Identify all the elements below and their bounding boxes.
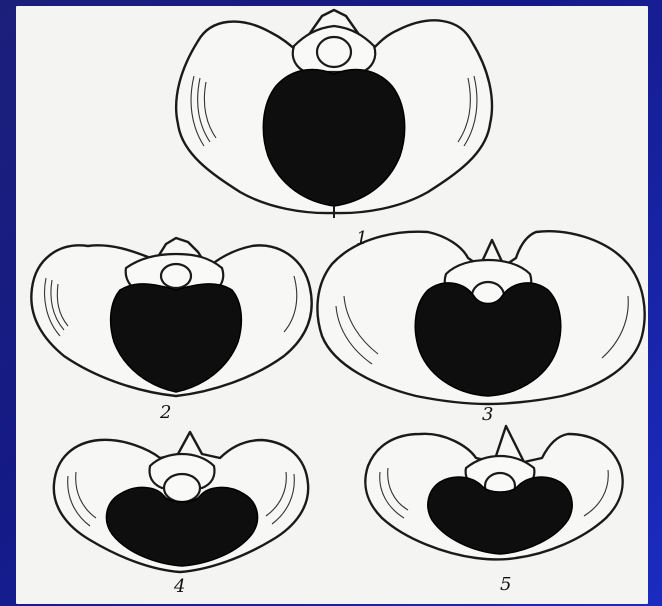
pelvis-1 [176,10,492,218]
pelvis-2 [31,238,311,396]
pelvis-2-vertebral-canal [161,264,191,288]
figure-label-3: 3 [482,406,493,424]
pelvis-illustration [16,6,648,604]
figure-label-2: 2 [160,404,171,422]
pelvis-1-vertebral-canal [317,37,351,67]
figure-label-5: 5 [500,576,511,594]
figure-label-1: 1 [356,230,367,248]
pelvis-5 [365,426,622,560]
pelvis-4 [54,432,308,572]
pelvis-4-vertebral-canal [164,474,200,502]
pelvis-figure-panel: 1 2 3 4 5 [16,6,648,604]
pelvis-3 [317,231,644,404]
figure-label-4: 4 [174,578,185,596]
